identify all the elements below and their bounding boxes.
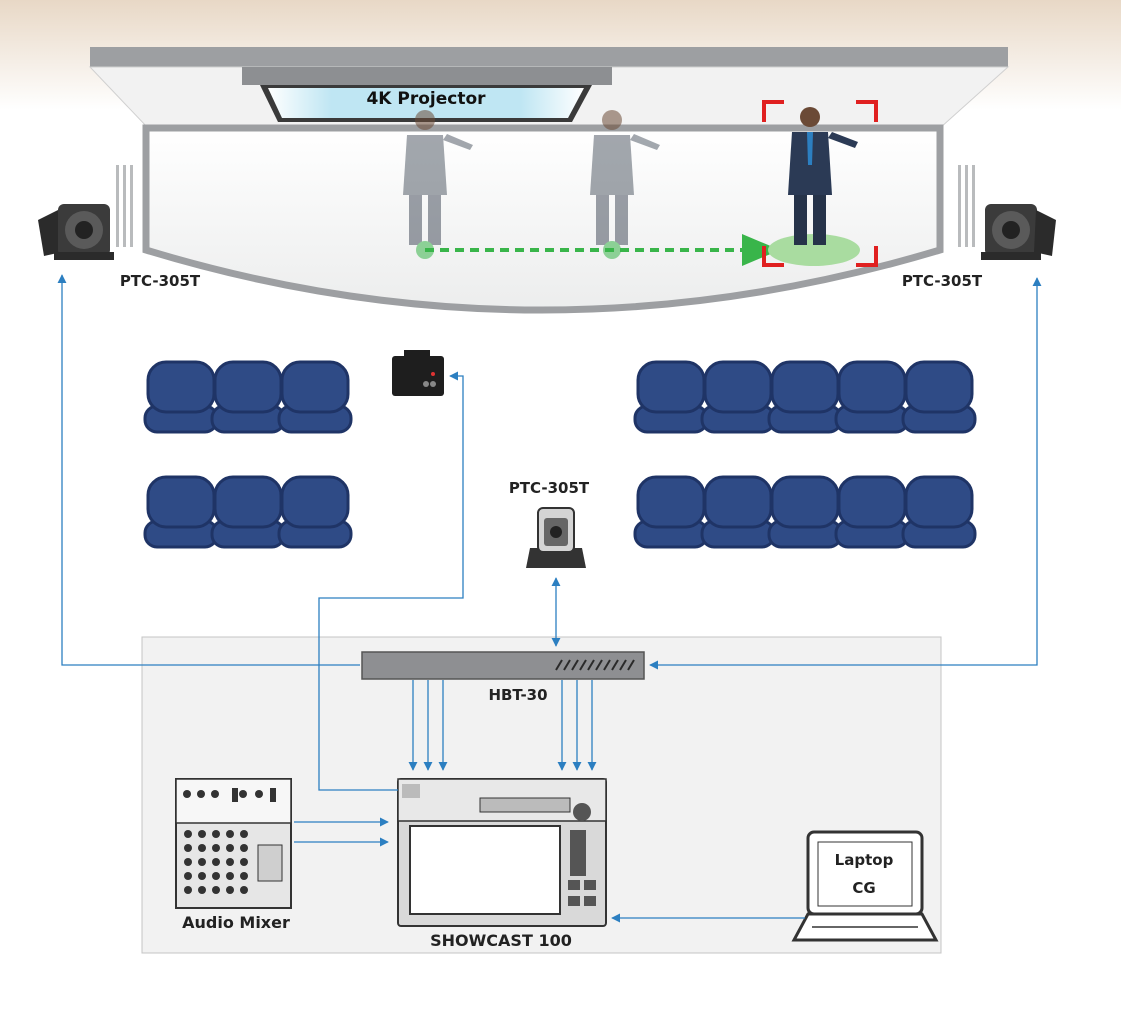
seat-icon <box>700 360 776 434</box>
mixer-knob <box>212 872 220 880</box>
tracking-spot <box>768 234 860 266</box>
seat-icon <box>834 360 910 434</box>
mixer-knob <box>198 886 206 894</box>
link-switcher-to-projector <box>318 371 464 791</box>
link-hbt-to-left-camera <box>57 274 360 666</box>
audio-mixer-icon <box>175 778 292 909</box>
projector-icon <box>392 350 444 396</box>
mixer-knob <box>226 858 234 866</box>
presenter-figure-faded-1 <box>403 110 473 259</box>
presenter-figure-faded-2 <box>590 110 660 259</box>
seat-icon <box>901 475 977 549</box>
mixer-knob <box>212 858 220 866</box>
mixer-knob <box>226 844 234 852</box>
seat-icon <box>901 360 977 434</box>
tracking-frame <box>762 100 878 267</box>
ptz-camera-center-icon <box>526 507 586 568</box>
mixer-knob <box>198 844 206 852</box>
mixer-knob <box>184 858 192 866</box>
connection-lines <box>57 274 1042 923</box>
camera-right-label: PTC-305T <box>902 272 983 290</box>
mixer-knob <box>198 858 206 866</box>
seat-icon <box>700 475 776 549</box>
laptop-icon <box>791 830 939 942</box>
mixer-knob <box>240 830 248 838</box>
tracking-arrow-icon <box>742 234 780 266</box>
hbt-30-device <box>361 651 645 680</box>
presenter-tracking <box>425 100 878 267</box>
showcast-100-icon <box>397 778 607 927</box>
switcher-label: SHOWCAST 100 <box>430 931 572 950</box>
projector-screen-label: 4K Projector <box>366 89 486 109</box>
mixer-knob <box>226 830 234 838</box>
mixer-knob <box>198 830 206 838</box>
mixer-knob <box>240 858 248 866</box>
mixer-knob <box>184 830 192 838</box>
ptz-camera-right-icon <box>981 204 1056 260</box>
seat-icon <box>277 360 353 434</box>
mixer-knob <box>226 872 234 880</box>
right-pillar <box>958 165 975 247</box>
ceiling-beam <box>90 47 1008 67</box>
stage-area: 4K Projector <box>88 47 1010 314</box>
camera-left-label: PTC-305T <box>120 272 201 290</box>
seat-icon <box>633 360 709 434</box>
mixer-knob <box>184 886 192 894</box>
ptz-camera-left-icon <box>38 204 114 260</box>
seat-icon <box>834 475 910 549</box>
hub-label: HBT-30 <box>488 686 547 704</box>
link-right-camera-to-hbt <box>649 277 1042 670</box>
projector-mount <box>242 67 612 85</box>
mixer-knob <box>184 844 192 852</box>
left-pillar <box>116 165 133 247</box>
mixer-label: Audio Mixer <box>182 913 290 932</box>
seat-icon <box>210 475 286 549</box>
seat-icon <box>633 475 709 549</box>
mixer-knob <box>212 844 220 852</box>
seat-icon <box>767 475 843 549</box>
projection-screen <box>268 88 584 118</box>
mixer-knob <box>240 886 248 894</box>
mixer-knob <box>212 886 220 894</box>
seat-icon <box>143 475 219 549</box>
seat-icon <box>767 360 843 434</box>
seat-icon <box>210 360 286 434</box>
mixer-knob <box>184 872 192 880</box>
mixer-knob <box>226 886 234 894</box>
camera-center-label: PTC-305T <box>509 479 590 497</box>
seat-icon <box>143 360 219 434</box>
seat-icon <box>277 475 353 549</box>
laptop-label-line1: Laptop <box>835 851 894 869</box>
presenter-figure-active <box>788 107 858 245</box>
mixer-knob <box>240 872 248 880</box>
mixer-knob <box>198 872 206 880</box>
laptop-label-line2: CG <box>852 879 875 897</box>
mixer-knob <box>212 830 220 838</box>
mixer-knob <box>240 844 248 852</box>
stage-floor <box>142 124 944 314</box>
